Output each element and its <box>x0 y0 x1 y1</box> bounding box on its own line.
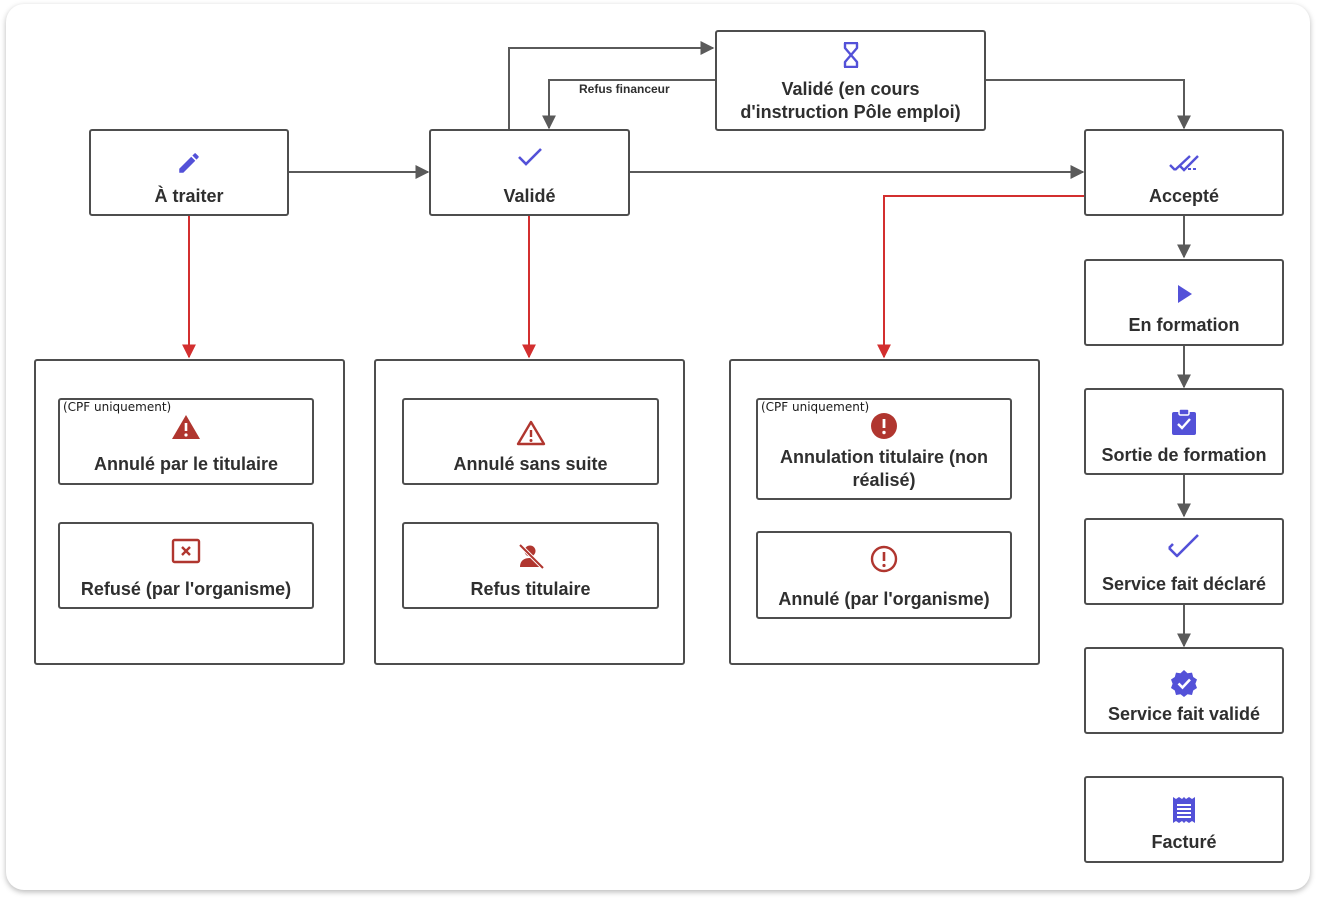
verified-badge-icon <box>1086 669 1282 697</box>
node-label: Service fait déclaré <box>1101 574 1267 594</box>
play-icon <box>1086 283 1282 305</box>
node-label: À traiter <box>154 186 224 206</box>
node-label-line2: d'instruction Pôle emploi) <box>740 102 961 122</box>
node-label: Annulé (par l'organisme) <box>778 589 990 609</box>
pencil-icon <box>91 150 287 176</box>
node-label: Annulé sans suite <box>453 454 608 474</box>
node-sortie-formation[interactable]: Sortie de formation <box>1084 388 1284 475</box>
cancel-group-1 <box>34 359 345 665</box>
warning-outline-icon <box>404 420 657 446</box>
node-service-fait-valide[interactable]: Service fait validé <box>1084 647 1284 734</box>
hourglass-icon <box>717 42 984 68</box>
node-label: En formation <box>1128 315 1240 335</box>
edge-refus-financeur <box>542 79 715 130</box>
node-refus-titulaire[interactable]: Refus titulaire <box>402 522 659 609</box>
node-label: Annulé par le titulaire <box>93 454 279 474</box>
node-a-traiter[interactable]: À traiter <box>89 129 289 216</box>
node-label-line1: Validé (en cours <box>781 79 920 99</box>
edge-label-refus-financeur: Refus financeur <box>579 82 670 96</box>
node-label: Validé <box>503 186 556 206</box>
node-annule-par-titulaire[interactable]: (CPF uniquement) Annulé par le titulaire <box>58 398 314 485</box>
node-label-line1: Annulation titulaire (non <box>780 447 988 467</box>
cancel-group-2 <box>374 359 685 665</box>
node-accepte[interactable]: Accepté <box>1084 129 1284 216</box>
double-check-large-icon <box>1086 532 1282 560</box>
node-valide[interactable]: Validé <box>429 129 630 216</box>
node-service-fait-declare[interactable]: Service fait déclaré <box>1084 518 1284 605</box>
edge-accepte-to-cancel-group <box>877 195 1084 359</box>
cpf-only-note: (CPF uniquement) <box>761 400 870 414</box>
cpf-only-note: (CPF uniquement) <box>63 400 172 414</box>
cancel-group-3 <box>729 359 1040 665</box>
node-label: Refusé (par l'organisme) <box>80 579 292 599</box>
node-annule-organisme[interactable]: Annulé (par l'organisme) <box>756 531 1012 619</box>
node-label: Service fait validé <box>1107 704 1261 724</box>
edge-valide-to-pole-emploi <box>508 41 715 129</box>
edge-pole-emploi-to-accepte <box>986 79 1191 130</box>
node-label: Facturé <box>1151 832 1217 852</box>
alert-outline-icon <box>758 545 1010 573</box>
warning-filled-icon <box>60 414 312 440</box>
node-label: Accepté <box>1148 186 1220 206</box>
node-annulation-titulaire[interactable]: (CPF uniquement) Annulation titulaire (n… <box>756 398 1012 500</box>
node-annule-sans-suite[interactable]: Annulé sans suite <box>402 398 659 485</box>
node-en-formation[interactable]: En formation <box>1084 259 1284 346</box>
clipboard-check-icon <box>1086 408 1282 436</box>
node-valide-pole-emploi[interactable]: Validé (en cours d'instruction Pôle empl… <box>715 30 986 131</box>
person-off-icon <box>404 543 657 569</box>
x-box-icon <box>60 538 312 564</box>
node-label: Refus titulaire <box>470 579 591 599</box>
alert-filled-icon <box>758 412 1010 440</box>
check-icon <box>431 145 628 169</box>
double-check-icon <box>1086 153 1282 175</box>
node-label-line2: réalisé) <box>852 470 916 490</box>
receipt-icon <box>1086 796 1282 824</box>
node-label: Sortie de formation <box>1101 445 1267 465</box>
node-refuse-organisme[interactable]: Refusé (par l'organisme) <box>58 522 314 609</box>
node-facture[interactable]: Facturé <box>1084 776 1284 863</box>
